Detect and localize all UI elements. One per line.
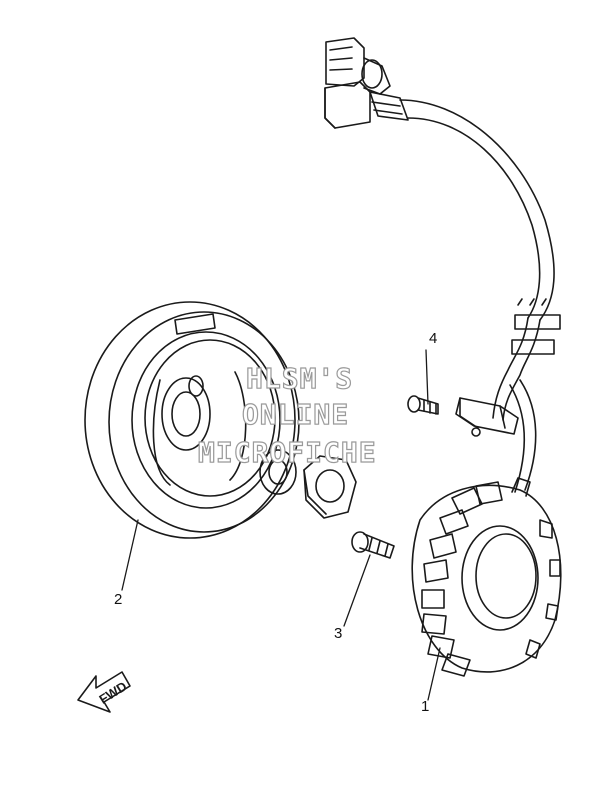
callout-part-2: 2 xyxy=(114,591,123,608)
callout-part-4: 4 xyxy=(429,330,438,347)
leader-lines xyxy=(121,349,441,701)
callout-part-1: 1 xyxy=(421,698,430,715)
stator xyxy=(411,477,562,677)
fwd-label: FWD xyxy=(96,679,129,707)
watermark-line-3: MICROFICHE xyxy=(197,435,377,469)
callout-part-3: 3 xyxy=(334,625,343,642)
pickup-coil xyxy=(455,397,519,437)
wiring-harness xyxy=(324,37,561,493)
screw-part-3 xyxy=(351,531,395,559)
watermark-line-1: HLSM'S xyxy=(245,361,354,395)
nut xyxy=(303,455,357,519)
flywheel-rotor xyxy=(84,301,300,539)
fwd-arrow xyxy=(77,671,131,713)
watermark-line-2: ONLINE xyxy=(241,397,350,431)
washer xyxy=(259,449,297,495)
screw-part-4 xyxy=(407,395,439,415)
